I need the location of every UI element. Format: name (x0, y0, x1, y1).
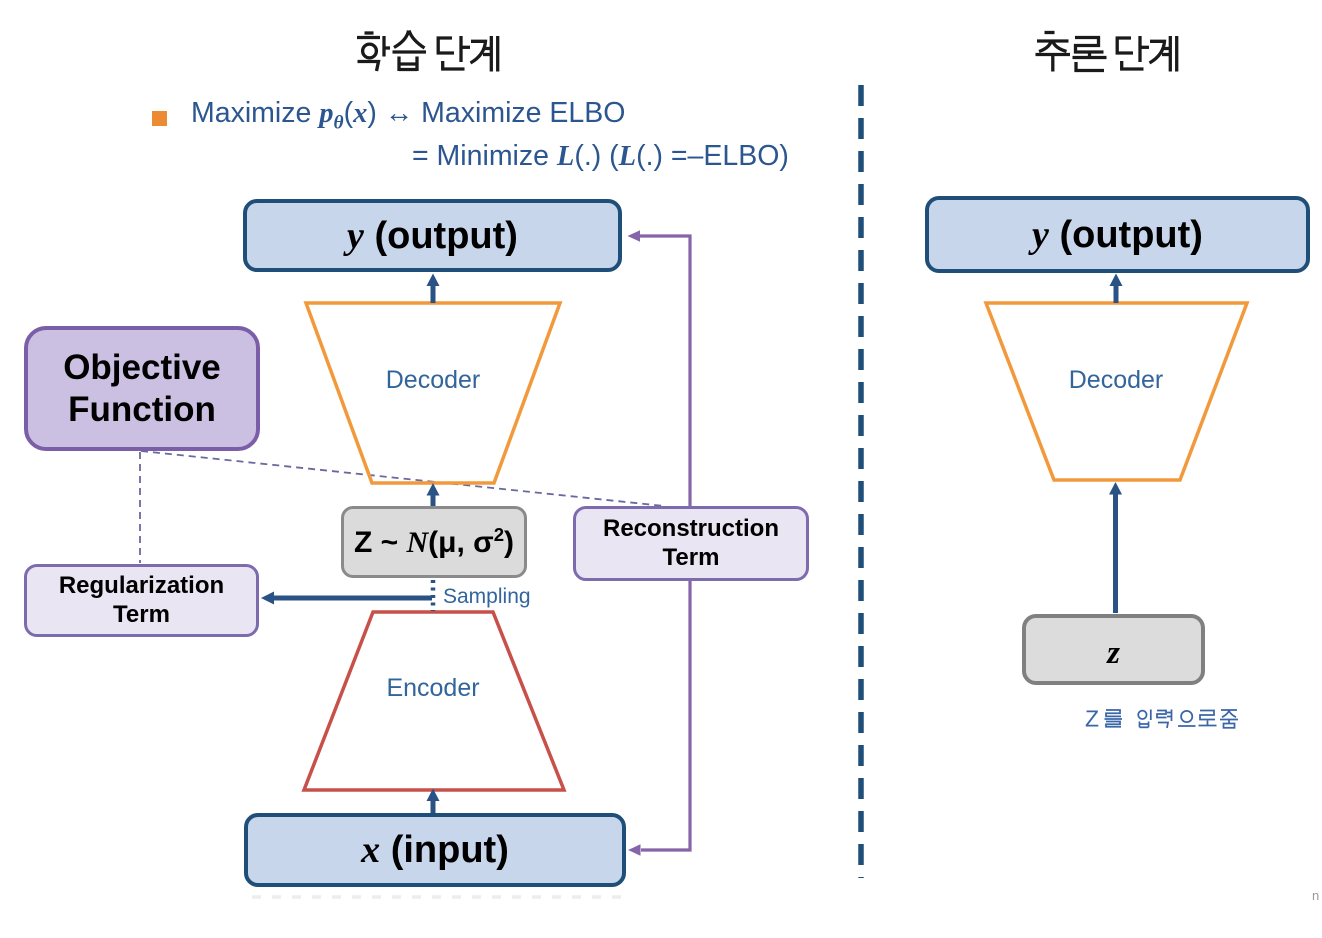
svg-text:Z: Z (1085, 706, 1099, 732)
